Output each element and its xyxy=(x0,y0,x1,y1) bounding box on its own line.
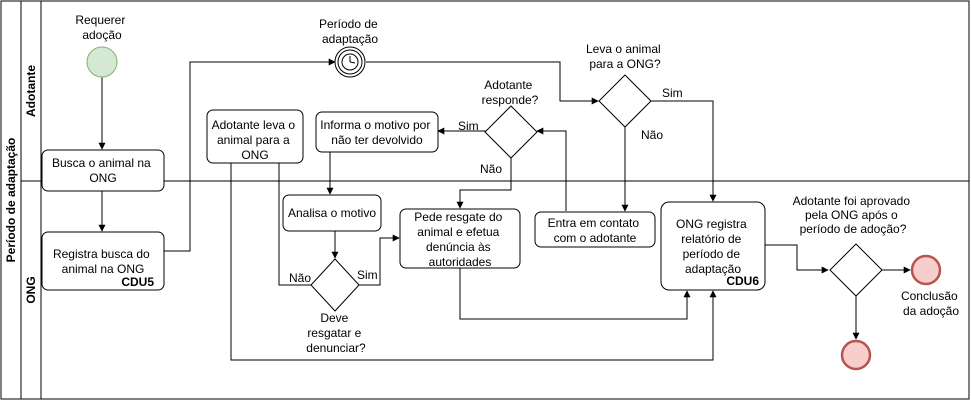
task-label-line: Busca o animal na xyxy=(52,156,151,170)
task-pede[interactable]: Pede resgate do animal e efetua denúncia… xyxy=(399,208,521,269)
edge-label-nao: Não xyxy=(289,271,311,285)
end-label-line: Conclusão xyxy=(901,289,958,303)
end-event-secondary[interactable] xyxy=(840,339,872,371)
use-case-tag: CDU6 xyxy=(726,274,759,288)
task-label-line: animal na ONG xyxy=(62,262,145,276)
svg-text:Período de adaptação: Período de adaptação xyxy=(319,17,381,46)
task-label-line: ONG registra xyxy=(676,217,747,231)
task-label-line: Informa o motivo por xyxy=(320,118,430,132)
end-event-conclusao[interactable]: Conclusão da adoção xyxy=(901,254,961,318)
svg-text:Busca o animal na ONG: Busca o animal na ONG xyxy=(52,156,154,185)
pool-label: Período de adaptação xyxy=(4,138,18,263)
gateway-label-line: Adotante xyxy=(484,78,532,92)
task-label-line: não ter devolvido xyxy=(331,133,423,147)
flow-leva-to-relatorio xyxy=(230,163,717,361)
svg-text:Entra em contato com o a: Entra em contato com o adotante xyxy=(548,216,643,245)
gateway-label-line: pela ONG após o xyxy=(805,208,898,222)
edge-label-sim: Sim xyxy=(662,86,683,100)
task-label-line: ONG xyxy=(241,148,268,162)
flow-resgatar-sim xyxy=(358,234,400,286)
flow-leva-q-sim xyxy=(651,100,717,202)
svg-text:Analisa o motivo: Analisa o motivo xyxy=(288,206,376,220)
start-label-line: Requerer xyxy=(75,13,125,27)
svg-text:Deve resgatar e de: Deve resgatar e denunciar? xyxy=(306,311,366,355)
gateway-label-line: para a ONG? xyxy=(589,57,661,71)
task-busca[interactable]: Busca o animal na ONG xyxy=(41,149,165,192)
flow-registra-to-timer xyxy=(164,58,336,252)
svg-text:Informa o motivo por não: Informa o motivo por não ter devolvido xyxy=(320,118,433,147)
svg-text:Leva o animal para a ONG: Leva o animal para a ONG? xyxy=(586,42,664,71)
gateway-label-line: denunciar? xyxy=(306,341,366,355)
task-informa[interactable]: Informa o motivo por não ter devolvido xyxy=(315,111,439,153)
timer-label-line: Período de xyxy=(319,17,378,31)
task-label-line: relatório de xyxy=(681,232,741,246)
lane-label-adotante: Adotante xyxy=(24,65,38,117)
task-contato[interactable]: Entra em contato com o adotante xyxy=(534,211,656,248)
edge-label-sim: Sim xyxy=(458,119,479,133)
gateway-label-line: período de adoção? xyxy=(800,222,907,236)
svg-text:Requerer adoção: Requerer adoção xyxy=(75,13,128,42)
gateway-label-line: Deve xyxy=(320,311,348,325)
task-registra[interactable]: Registra busca do animal na ONG CDU5 xyxy=(41,231,165,291)
gateway-responde[interactable]: Adotante responde? xyxy=(482,78,539,159)
edge-labels: Sim Não Sim Não Sim Não xyxy=(289,86,683,285)
gateway-leva[interactable]: Leva o animal para a ONG? xyxy=(586,42,664,128)
gateway-label-line: resgatar e xyxy=(307,326,361,340)
clock-icon xyxy=(341,53,359,71)
flow-resgatar-nao xyxy=(275,152,311,286)
task-label-line: período de xyxy=(683,247,741,261)
task-label-line: autoridades xyxy=(429,255,492,269)
svg-text:Pede resgate do animal e: Pede resgate do animal e efetua denúncia… xyxy=(414,210,505,269)
gateway-label-line: Leva o animal xyxy=(586,42,661,56)
timer-label-line: adaptação xyxy=(322,32,378,46)
use-case-tag: CDU5 xyxy=(121,275,154,289)
sequence-flows xyxy=(98,58,911,361)
start-label-line: adoção xyxy=(82,28,122,42)
flow-contato-to-responde-q xyxy=(536,127,567,211)
edge-label-nao: Não xyxy=(641,128,663,142)
timer-event[interactable]: Período de adaptação xyxy=(319,17,381,78)
gateway-label-line: responde? xyxy=(482,93,539,107)
start-event[interactable]: Requerer adoção xyxy=(75,13,128,78)
svg-text:ONG registra relatório d: ONG registra relatório de período de ada… xyxy=(676,217,750,276)
svg-text:Registra busca do animal: Registra busca do animal na ONG xyxy=(53,247,153,276)
task-label-line: adaptação xyxy=(685,262,741,276)
task-label-line: Pede resgate do xyxy=(414,210,502,224)
task-label-line: Entra em contato xyxy=(548,216,640,230)
task-label-line: denúncia às xyxy=(426,240,491,254)
task-label-line: Analisa o motivo xyxy=(288,206,376,220)
flow-timer-to-leva-q xyxy=(366,61,599,105)
svg-text:Adotante responde?: Adotante responde? xyxy=(482,78,539,107)
edge-label-nao: Não xyxy=(480,162,502,176)
gateway-resgatar[interactable]: Deve resgatar e denunciar? xyxy=(306,258,366,355)
edge-label-sim: Sim xyxy=(357,268,378,282)
task-relatorio[interactable]: ONG registra relatório de período de ada… xyxy=(660,201,766,291)
svg-text:Adotante leva o animal p: Adotante leva o animal para a ONG xyxy=(212,118,299,162)
task-label-line: Registra busca do xyxy=(53,247,150,261)
task-label-line: ONG xyxy=(89,171,116,185)
flow-responde-nao xyxy=(456,157,512,209)
end-label-line: da adoção xyxy=(903,304,959,318)
flow-pede-to-relatorio xyxy=(459,268,691,320)
task-analisa[interactable]: Analisa o motivo xyxy=(282,194,382,232)
svg-text:Adotante foi aprovado pe: Adotante foi aprovado pela ONG após o pe… xyxy=(793,194,914,236)
task-label-line: Adotante leva o xyxy=(212,118,296,132)
gateway-aprovado[interactable]: Adotante foi aprovado pela ONG após o pe… xyxy=(793,194,914,297)
task-label-line: animal e efetua xyxy=(417,225,499,239)
task-label-line: com o adotante xyxy=(554,231,637,245)
flow-relatorio-to-aprovado-q xyxy=(765,244,829,274)
gateway-label-line: Adotante foi aprovado xyxy=(793,194,911,208)
task-leva[interactable]: Adotante leva o animal para a ONG xyxy=(206,109,304,164)
lane-label-ong: ONG xyxy=(24,276,38,303)
task-label-line: animal para a xyxy=(217,133,290,147)
svg-text:Conclusão da adoção: Conclusão da adoção xyxy=(901,289,961,318)
